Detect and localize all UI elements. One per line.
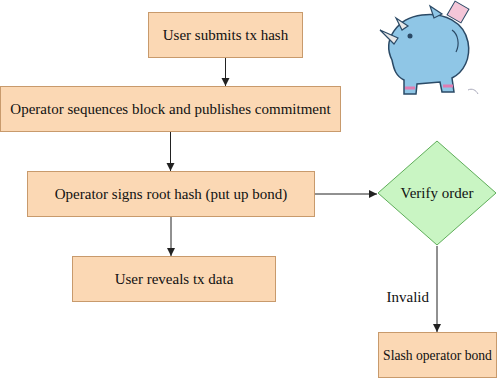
process-box: Operator sequences block and publishes c… — [0, 86, 341, 132]
node-text: User submits tx hash — [163, 27, 288, 44]
node-text: Operator signs root hash (put up bond) — [55, 186, 287, 203]
flow-arrow — [167, 132, 175, 171]
flow-arrow — [315, 190, 377, 198]
flow-arrow — [222, 58, 230, 86]
process-box: User reveals tx data — [72, 256, 276, 302]
flow-arrow — [167, 217, 175, 256]
flow-arrow — [433, 246, 441, 332]
node-text: User reveals tx data — [115, 271, 234, 288]
process-box: Slash operator bond — [378, 332, 497, 378]
edge-label: Invalid — [385, 289, 432, 306]
node-text: Verify order — [401, 185, 474, 202]
node-text: Operator sequences block and publishes c… — [10, 101, 330, 118]
node-text: Slash operator bond — [383, 348, 492, 363]
rhino-illustration — [372, 0, 482, 100]
decision-diamond: Verify order — [377, 140, 497, 246]
process-box: User submits tx hash — [148, 12, 303, 58]
process-box: Operator signs root hash (put up bond) — [27, 171, 315, 217]
